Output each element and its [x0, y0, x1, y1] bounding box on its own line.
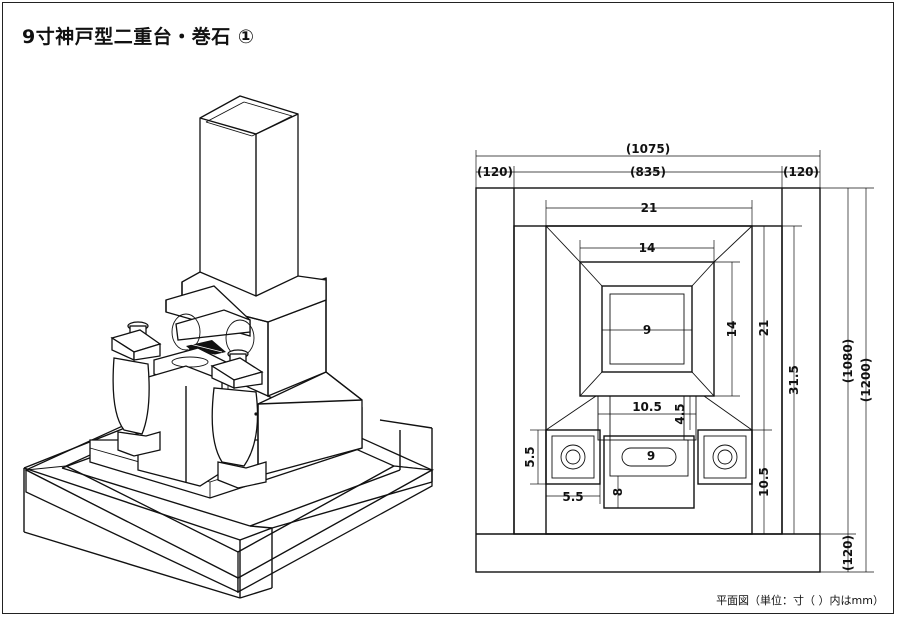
dim-31-5: 31.5 — [787, 365, 801, 395]
dim-14-top: 14 — [639, 241, 656, 255]
plan-tombstone-9 — [601, 285, 693, 373]
plan-view: (1075) (120) (835) (120) 21 14 9 14 21 3… — [475, 142, 874, 573]
plan-vase-right — [697, 429, 753, 485]
offering-table — [165, 285, 255, 358]
main-tombstone — [199, 95, 299, 303]
plan-caption: 平面図（単位：寸（ ）内はmm） — [716, 594, 884, 607]
plan-vase-left — [545, 429, 601, 485]
dim-right-120: (120) — [783, 165, 819, 179]
dim-9-basin: 9 — [647, 449, 655, 463]
dim-4-5: 4.5 — [673, 403, 687, 424]
dim-21-top: 21 — [641, 201, 658, 215]
dim-1080: (1080) — [841, 339, 855, 383]
dim-835: (835) — [630, 165, 666, 179]
plan-outer-curb — [475, 187, 821, 573]
flower-vase-right — [210, 349, 267, 489]
dim-5-5-vertical: 5.5 — [523, 446, 537, 467]
dim-10-5-vertical: 10.5 — [757, 467, 771, 497]
plan-inner-area — [513, 225, 783, 535]
flower-vase-left — [110, 321, 162, 457]
water-basin — [137, 347, 231, 487]
plan-dimension-labels: (1075) (120) (835) (120) 21 14 9 14 21 3… — [477, 142, 873, 571]
dim-8: 8 — [611, 488, 625, 496]
dim-1075: (1075) — [626, 142, 670, 156]
plan-water-basin — [603, 435, 695, 509]
dim-5-5-horizontal: 5.5 — [562, 490, 583, 504]
plan-base-21 — [545, 225, 753, 535]
dim-14-vertical: 14 — [725, 321, 739, 338]
plan-base-14 — [579, 261, 715, 397]
dim-9: 9 — [643, 323, 651, 337]
dim-left-120: (120) — [477, 165, 513, 179]
dim-10-5-horizontal: 10.5 — [632, 400, 662, 414]
dim-1200: (1200) — [859, 358, 873, 402]
isometric-view — [23, 95, 435, 599]
drawing-title: 9寸神戸型二重台・巻石 ① — [22, 26, 255, 48]
plan-dimensions — [475, 150, 874, 573]
dim-21-vertical: 21 — [757, 320, 771, 337]
dim-bottom-120: (120) — [841, 535, 855, 571]
